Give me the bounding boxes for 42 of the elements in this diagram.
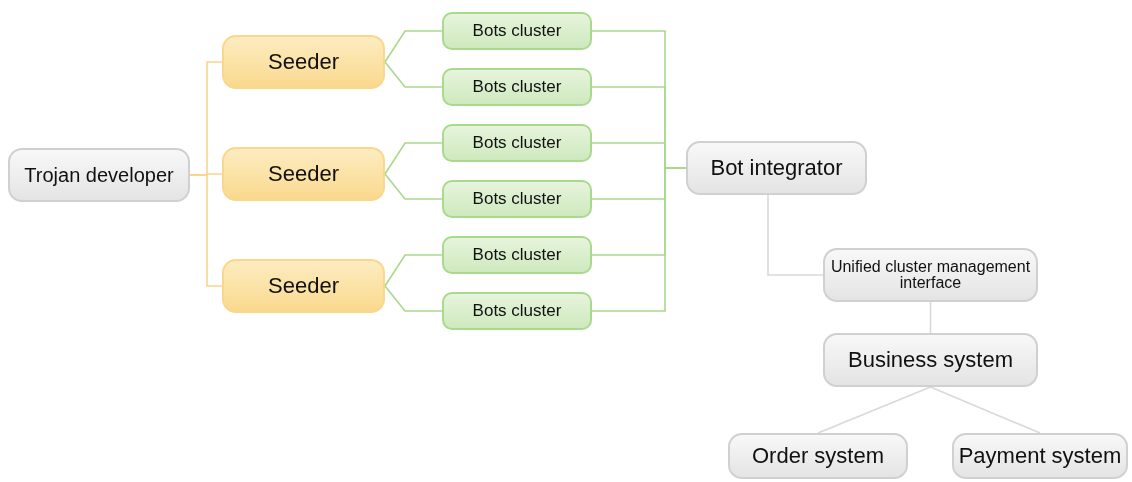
node-label: Bots cluster xyxy=(472,300,562,322)
connector-line xyxy=(384,254,443,287)
process-box xyxy=(8,148,190,202)
seeder-box xyxy=(222,147,385,201)
node-label: Bots cluster xyxy=(472,132,562,154)
connector-line xyxy=(189,174,223,287)
connector-line xyxy=(384,61,443,88)
seeder-box xyxy=(222,35,385,89)
connector-line xyxy=(817,386,932,434)
node-label: Bot integrator xyxy=(710,154,843,182)
node-label: Bots cluster xyxy=(472,20,562,42)
node-label: Payment system xyxy=(958,442,1122,470)
seeder-box xyxy=(222,259,385,313)
connector-line xyxy=(767,194,824,276)
process-box xyxy=(728,433,908,479)
node-label: Seeder xyxy=(268,160,339,188)
node-label: Seeder xyxy=(268,48,339,76)
connector-line xyxy=(929,386,1041,434)
cluster-box xyxy=(442,124,592,162)
node-label: Bots cluster xyxy=(472,76,562,98)
cluster-box xyxy=(442,68,592,106)
cluster-box xyxy=(442,292,592,330)
node-label: Bots cluster xyxy=(472,244,562,266)
cluster-box xyxy=(442,236,592,274)
node-label: Order system xyxy=(752,442,884,470)
process-box xyxy=(686,141,867,195)
node-label: Trojan developer xyxy=(24,163,174,187)
connector-line xyxy=(384,285,443,312)
cluster-box xyxy=(442,180,592,218)
process-box xyxy=(952,433,1128,479)
node-label: Seeder xyxy=(268,272,339,300)
connector-line xyxy=(384,173,443,200)
node-label: Unified cluster management interface xyxy=(829,259,1032,291)
node-label: Business system xyxy=(847,346,1014,374)
connector-line xyxy=(929,301,932,334)
process-box xyxy=(823,333,1038,387)
process-box xyxy=(823,248,1038,302)
cluster-box xyxy=(442,12,592,50)
connector-line xyxy=(384,142,443,175)
node-label: Bots cluster xyxy=(472,188,562,210)
connector-line xyxy=(384,30,443,63)
connector-line xyxy=(591,167,687,312)
